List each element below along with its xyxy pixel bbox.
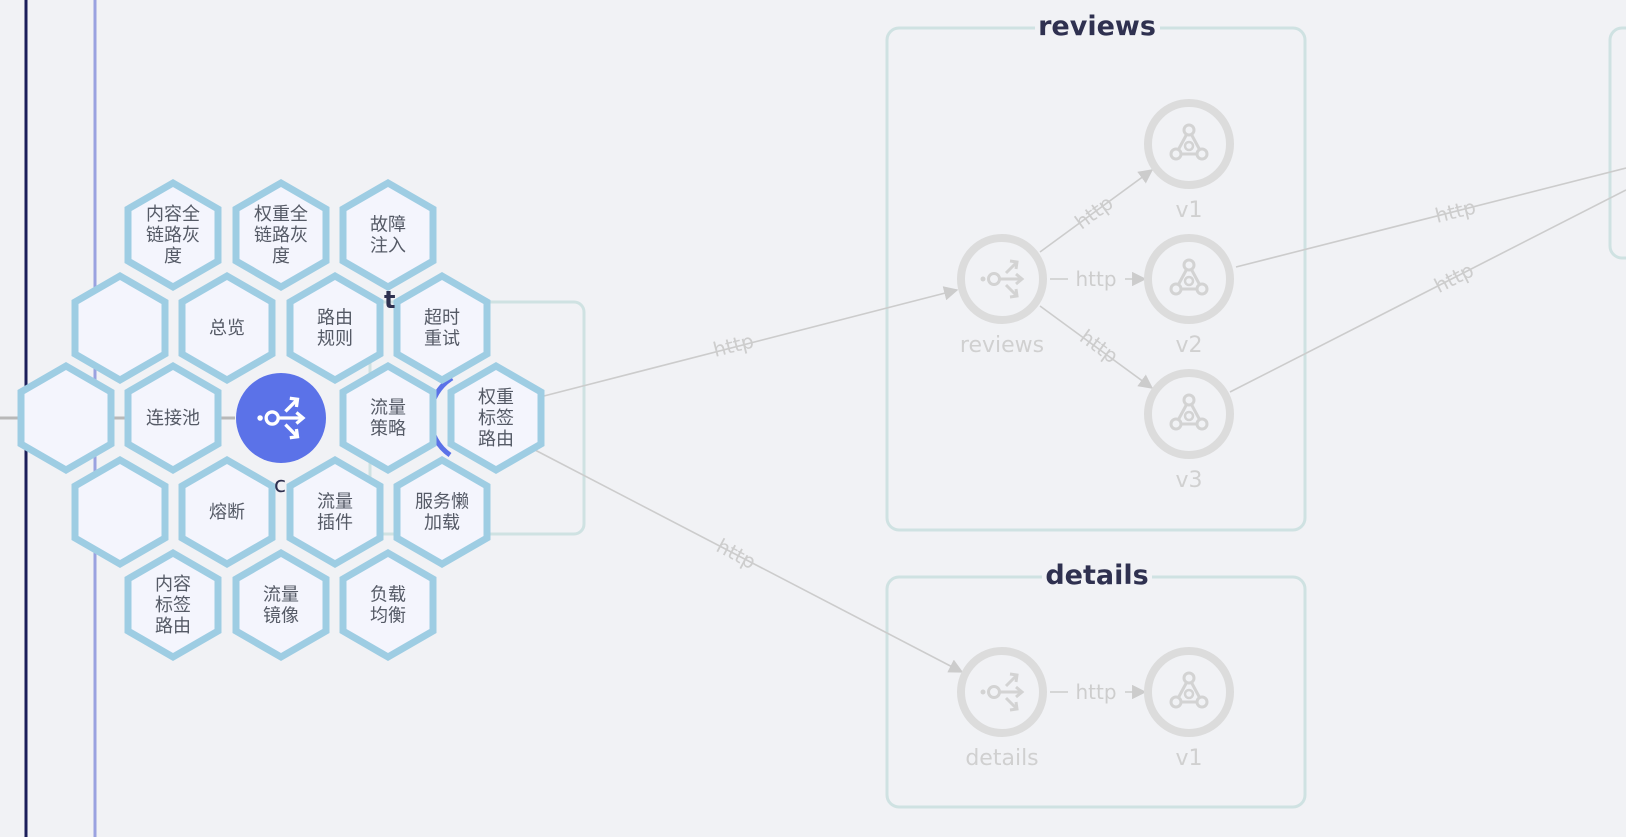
node-details-v1-label: v1 <box>1175 746 1202 771</box>
edge-label: http <box>1075 267 1116 291</box>
node-details-service[interactable] <box>957 647 1047 737</box>
hex-menu-item-blank-1[interactable] <box>71 271 169 385</box>
node-reviews-service[interactable] <box>957 234 1047 324</box>
group-reviews-title: reviews <box>1038 11 1156 42</box>
hex-menu-item-label: 度 <box>272 246 290 267</box>
node-reviews-v1-label: v1 <box>1175 198 1202 223</box>
hex-menu-item-label: 均衡 <box>370 606 406 627</box>
edge-label: http <box>1430 258 1477 298</box>
hex-menu-item-label: 服务懒 <box>415 492 469 513</box>
hex-menu-item-label: 标签 <box>155 595 191 616</box>
hex-menu-item-label: 规则 <box>317 329 353 350</box>
hex-menu-item-overview[interactable]: 总览 <box>178 271 276 385</box>
hex-menu-item-label: 权重 <box>478 387 514 408</box>
hex-menu-item-label: 流量 <box>370 398 406 419</box>
hex-menu-item-label: 重试 <box>424 329 460 350</box>
node-reviews-v3-label: v3 <box>1175 468 1202 493</box>
edge-v2-to-offscreen <box>1235 167 1626 268</box>
hub-node[interactable] <box>236 373 326 463</box>
edges <box>534 167 1626 700</box>
edge-hub-to-reviews <box>539 286 959 398</box>
edge-reviews-to-v1 <box>1039 169 1154 253</box>
gateway-split-icon <box>257 396 306 440</box>
hex-menu-item-label: 内容全 <box>146 204 200 225</box>
hex-menu-item-label: 链路灰 <box>254 225 308 246</box>
hex-menu-item-label: 镜像 <box>263 606 299 627</box>
hex-menu-item-label: 度 <box>164 246 182 267</box>
edge-hub-to-details <box>534 449 964 673</box>
hex-menu-item-label: 标签 <box>478 408 514 429</box>
edge-labels: http http http http http http http http <box>710 191 1478 704</box>
hex-menu-item-label: 内容 <box>155 574 191 595</box>
edge-label: http <box>710 329 756 362</box>
hex-menu-item-label: 链路灰 <box>146 225 200 246</box>
hex-menu-item-label: 总览 <box>209 318 245 339</box>
hex-menu-item-label: 流量 <box>263 585 299 606</box>
hex-menu-item-label: 负载 <box>370 585 406 606</box>
node-details-service-label: details <box>965 746 1038 771</box>
hex-menu-item-label: 注入 <box>370 236 406 257</box>
hex-menu-item-label: 路由 <box>155 616 191 637</box>
edge-label: http <box>1432 195 1478 228</box>
group-details-title: details <box>1045 560 1148 591</box>
hex-menu-item-label: 路由 <box>478 429 514 450</box>
hex-menu-item-label: 熔断 <box>209 502 245 523</box>
edge-label: http <box>1075 680 1116 704</box>
node-reviews-v2-label: v2 <box>1175 333 1202 358</box>
hex-menu-item-label: 超时 <box>424 308 460 329</box>
edge-v3-to-offscreen <box>1229 189 1626 393</box>
node-reviews-v1[interactable] <box>1144 99 1234 189</box>
node-reviews-service-label: reviews <box>960 333 1044 358</box>
group-reviews: reviews <box>885 8 1307 532</box>
hex-menu-item-label: 插件 <box>317 513 353 534</box>
hex-menu-item-label: 流量 <box>317 492 353 513</box>
node-details-v1[interactable] <box>1144 647 1234 737</box>
edge-label: http <box>713 534 761 574</box>
edge-label: http <box>1070 191 1117 235</box>
hex-menu-item-label: 加载 <box>424 513 460 534</box>
edge-reviews-to-v3 <box>1039 305 1154 389</box>
node-reviews-v2[interactable] <box>1144 234 1234 324</box>
hex-menu-item-blank-2[interactable] <box>17 361 115 475</box>
group-details: details <box>885 557 1307 809</box>
hex-menu-item-connection-pool[interactable]: 连接池 <box>124 361 222 475</box>
hex-menu-item-blank-3[interactable] <box>71 455 169 569</box>
offscreen-group-box <box>1608 26 1626 260</box>
node-reviews-v3[interactable] <box>1144 369 1234 459</box>
hex-menu-item-circuit-breaker[interactable]: 熔断 <box>178 455 276 569</box>
hex-menu-item-label: 权重全 <box>254 204 308 225</box>
hex-menu-item-label: 策略 <box>370 419 406 440</box>
hex-menu-item-label: 故障 <box>370 215 406 236</box>
radial-hex-menu: 内容全链路灰度权重全链路灰度故障注入总览路由规则超时重试连接池流量策略权重标签路… <box>17 178 545 662</box>
hex-menu-item-label: 连接池 <box>146 408 200 429</box>
hub-partial-sub: c <box>274 473 286 498</box>
hub-partial-label: t <box>384 286 395 314</box>
hex-menu-item-label: 路由 <box>317 308 353 329</box>
